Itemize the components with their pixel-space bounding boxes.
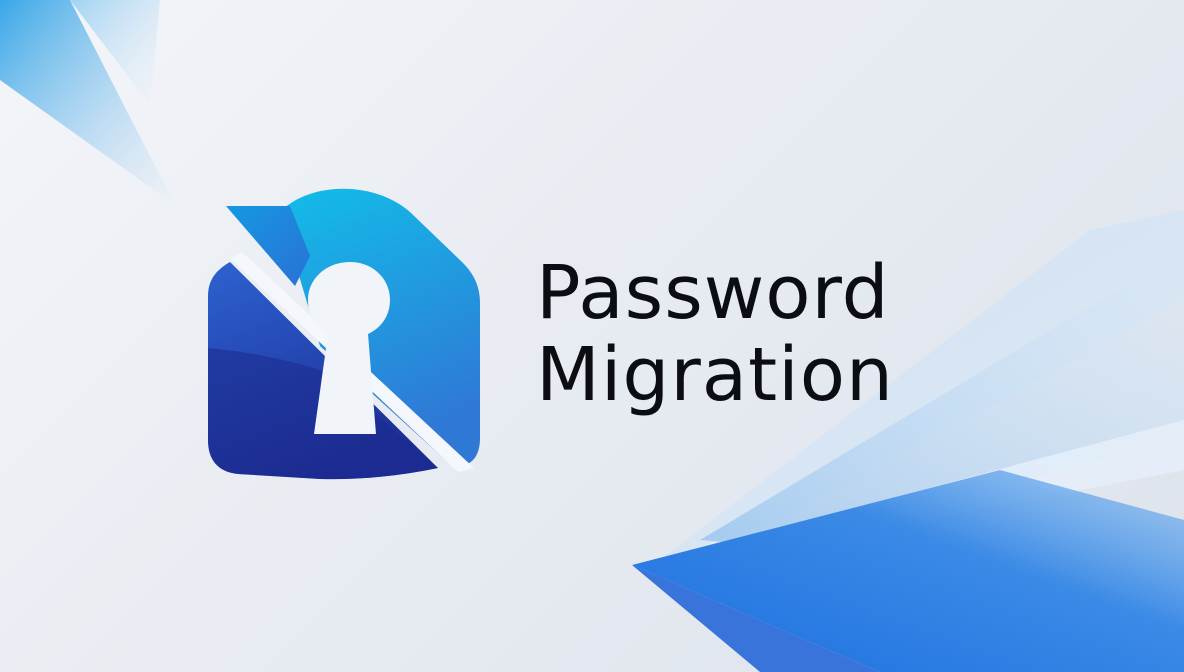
- top-left-streak-faint: [70, 0, 160, 105]
- bottom-right-shard-blue: [632, 470, 1184, 672]
- title: Password Migration: [536, 252, 966, 416]
- title-line-1: Password: [536, 250, 890, 336]
- bottom-right-shard-light: [660, 210, 1184, 560]
- title-line-2: Migration: [536, 332, 894, 418]
- logo-keyhole: [308, 262, 390, 434]
- keyhole-lock-icon: [208, 188, 480, 480]
- bottom-right-shard-deep: [632, 565, 880, 672]
- logo-right-panel: [280, 188, 480, 467]
- top-left-streak: [0, 0, 175, 205]
- logo-top-flap: [226, 206, 310, 286]
- bottom-right-shard-mid: [700, 250, 1184, 545]
